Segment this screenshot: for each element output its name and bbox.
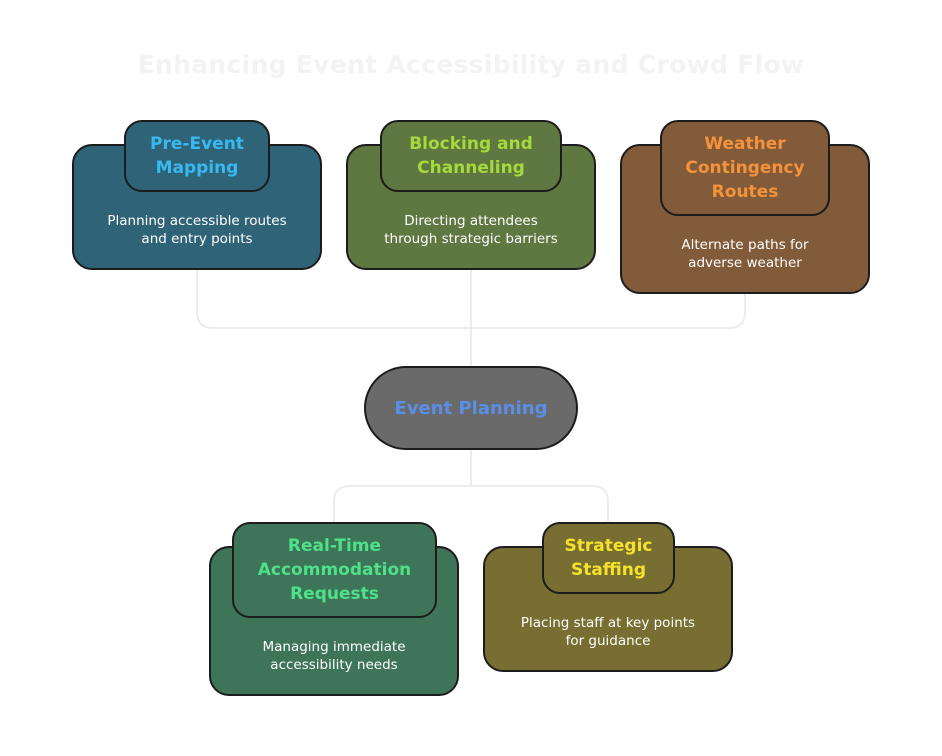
node-description: Placing staff at key points for guidance [520, 615, 696, 649]
node-strategic-staffing-label: Strategic Staffing [542, 522, 675, 594]
node-real-time-accommodation-requests-label: Real-Time Accommodation Requests [232, 522, 437, 618]
node-description: Alternate paths for adverse weather [681, 237, 809, 271]
node-blocking-and-channeling-label: Blocking and Channeling [380, 120, 562, 192]
node-pre-event-mapping-label: Pre-Event Mapping [124, 120, 270, 192]
node-description: Managing immediate accessibility needs [262, 639, 406, 673]
node-description: Planning accessible routes and entry poi… [107, 213, 287, 247]
node-description: Directing attendees through strategic ba… [384, 213, 558, 247]
center-node-event-planning: Event Planning [364, 366, 578, 450]
node-weather-contingency-routes-label: Weather Contingency Routes [660, 120, 830, 216]
connector-bottom-branch [333, 485, 609, 522]
diagram-title: Enhancing Event Accessibility and Crowd … [137, 50, 805, 79]
